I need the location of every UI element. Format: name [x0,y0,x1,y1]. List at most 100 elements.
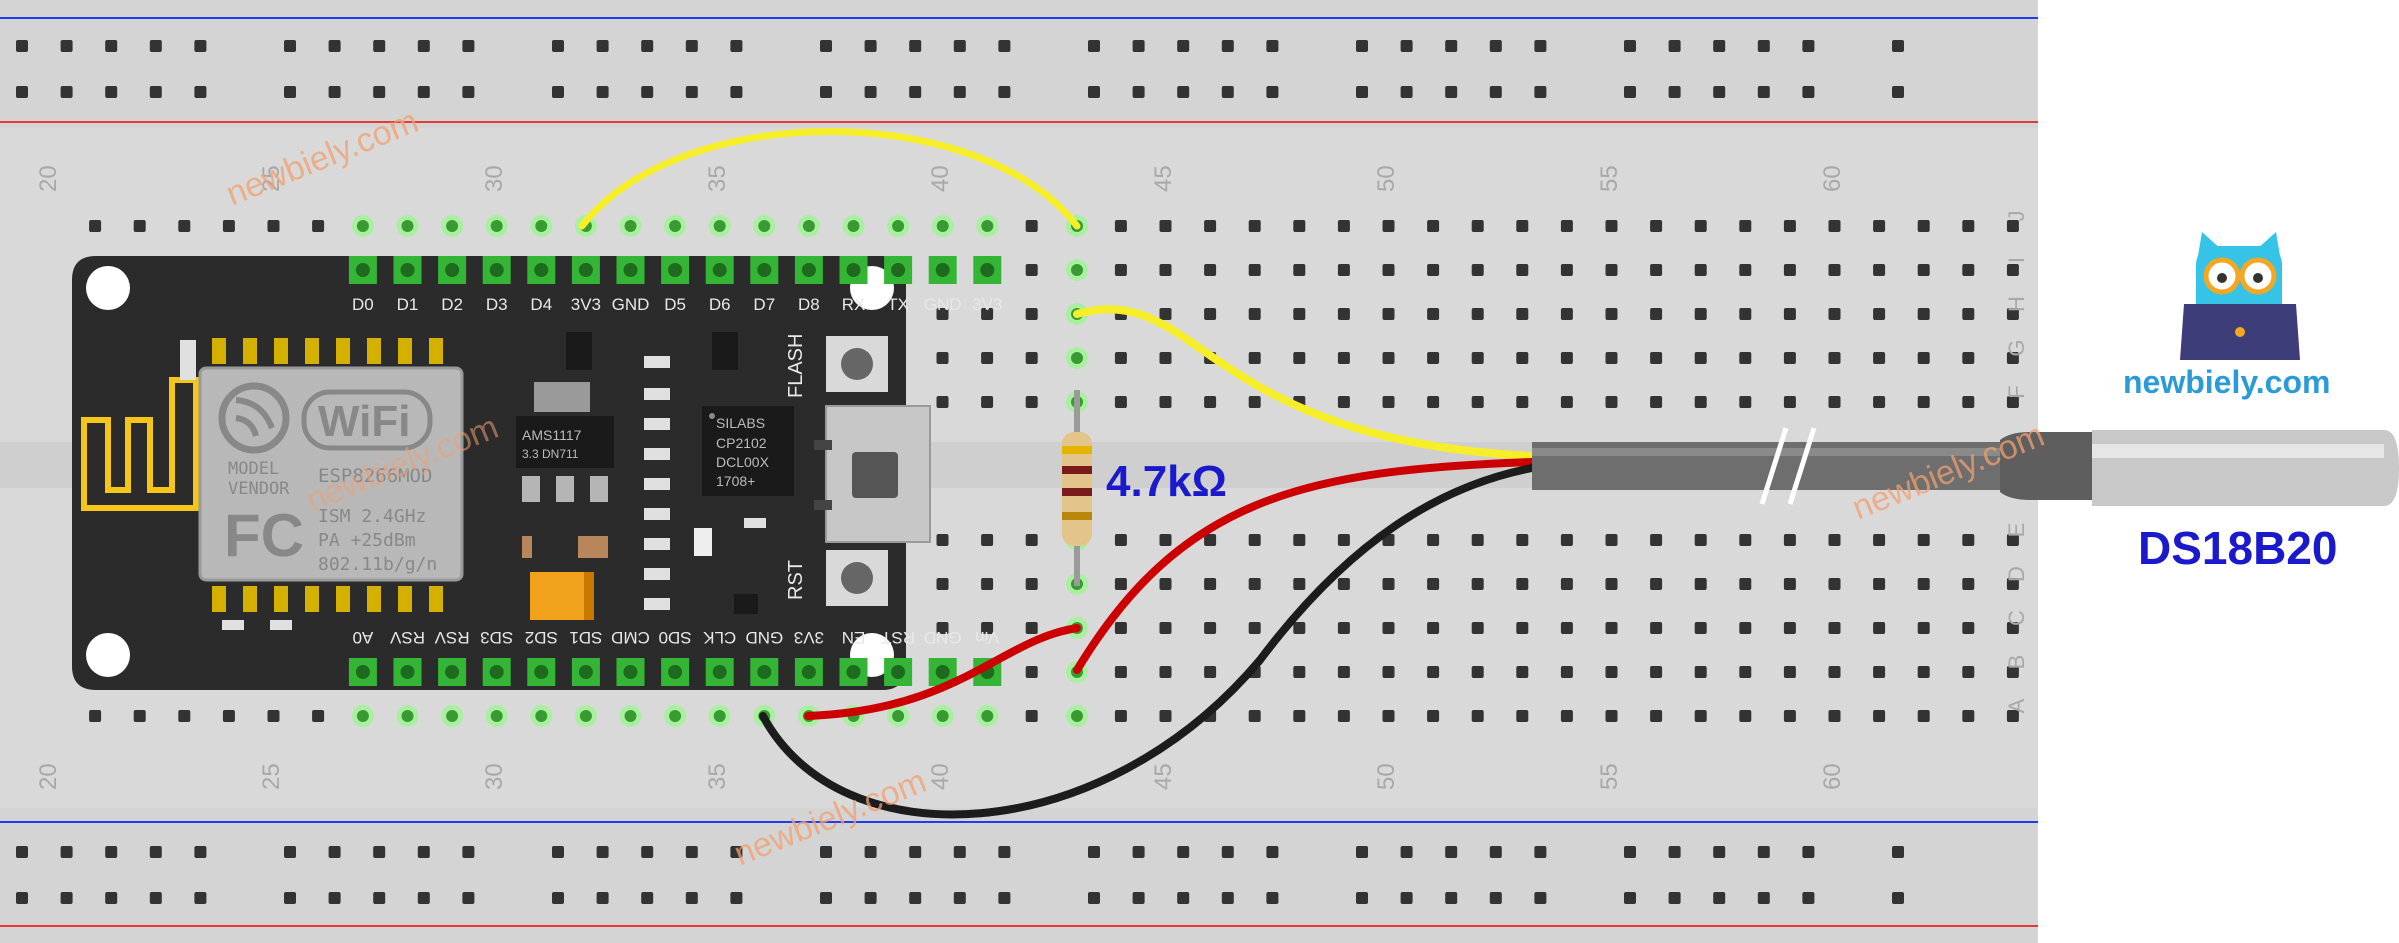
column-number-top: 25 [258,165,285,192]
rail-hole [1668,846,1681,858]
breadboard-hole [1783,220,1796,232]
breadboard-hole [1605,352,1618,364]
breadboard-hole [1293,666,1306,678]
module-pin [336,586,350,612]
breadboard-hole [1873,264,1886,276]
breadboard-hole [1828,534,1841,546]
module-pin [367,586,381,612]
header-pin-hole [534,263,549,277]
connected-hole [713,710,726,722]
header-pin-hole [801,665,816,679]
ds18b20-sensor: DS18B20 [1532,427,2399,574]
rail-hole [16,892,28,904]
breadboard-hole [1516,264,1529,276]
breadboard-hole [1114,534,1127,546]
rail-hole [1132,892,1145,904]
connected-hole [490,220,503,232]
rail-hole [1757,892,1770,904]
header-pin-hole [980,263,995,277]
breadboard-hole [1337,622,1350,634]
connected-hole [624,710,637,722]
breadboard-hole [1650,666,1663,678]
breadboard-hole [1962,264,1975,276]
module-pin [429,586,443,612]
connected-hole [535,710,548,722]
breadboard-hole [1828,220,1841,232]
top-pin-label: D3 [486,295,508,314]
breadboard-hole [1159,622,1172,634]
breadboard-hole [1650,264,1663,276]
header-pin-hole [623,665,638,679]
breadboard-hole [1739,710,1752,722]
rail-hole [1177,40,1190,52]
column-number-bottom: 50 [1373,763,1400,790]
breadboard-hole [1650,352,1663,364]
module-pin [243,586,257,612]
breadboard-hole [936,352,949,364]
breadboard-hole [2006,578,2019,590]
rail-hole [820,86,832,98]
espressif-logo-mark [235,397,275,437]
smd-part [180,340,196,380]
breadboard-hole [1828,622,1841,634]
smd-part [566,332,592,370]
breadboard-hole [1204,578,1217,590]
header-pin-hole [489,665,504,679]
header-pin-hole [355,263,370,277]
connected-hole [446,220,459,232]
rail-hole [596,86,609,98]
smd-part [578,536,608,558]
breadboard-hole [1293,578,1306,590]
usb-chip-text-2: CP2102 [716,435,767,451]
breadboard-hole [1605,666,1618,678]
rail-hole [284,846,296,858]
bottom-pin-label: SD3 [480,628,513,647]
breadboard-hole [981,396,994,408]
rail-hole [194,86,207,98]
header-pin-hole [712,263,727,277]
breadboard-hole [1248,352,1261,364]
breadboard-hole [1427,308,1440,320]
rail-hole [60,40,73,52]
rail-hole [1534,86,1547,98]
bottom-power-rail [0,808,2038,943]
breadboard-hole [1962,220,1975,232]
smd-part [522,536,532,558]
mount-hole [86,266,130,310]
column-number-bottom: 25 [258,763,285,790]
sensor-collar [2000,432,2092,500]
breadboard-hole [1650,396,1663,408]
breadboard-hole [1783,578,1796,590]
connected-hole [802,220,815,232]
regulator-text-2: 3.3 DN711 [522,447,579,461]
module-line-80211: 802.11b/g/n [318,554,437,575]
rail-hole [685,892,698,904]
rail-hole [1177,86,1190,98]
connected-hole [981,710,994,722]
smd-part [744,518,766,528]
flash-label: FLASH [785,334,807,398]
rail-hole [552,40,564,52]
breadboard-hole [1516,220,1529,232]
header-pin-hole [712,665,727,679]
rail-hole [1356,892,1368,904]
rail-hole [1177,846,1190,858]
breadboard-hole [1739,220,1752,232]
breadboard-hole [1873,308,1886,320]
rail-hole [1266,40,1279,52]
breadboard-hole [2006,264,2019,276]
breadboard-hole [1783,308,1796,320]
rail-hole [864,846,877,858]
rail-hole [1400,40,1413,52]
connected-hole [847,220,860,232]
rail-hole [1400,86,1413,98]
rail-hole [730,892,743,904]
header-pin-hole [935,665,950,679]
rail-hole [552,86,564,98]
rail-hole [1624,86,1636,98]
connected-hole [713,220,726,232]
usb-chip-text-3: DCL00X [716,454,770,470]
rail-hole [596,892,609,904]
